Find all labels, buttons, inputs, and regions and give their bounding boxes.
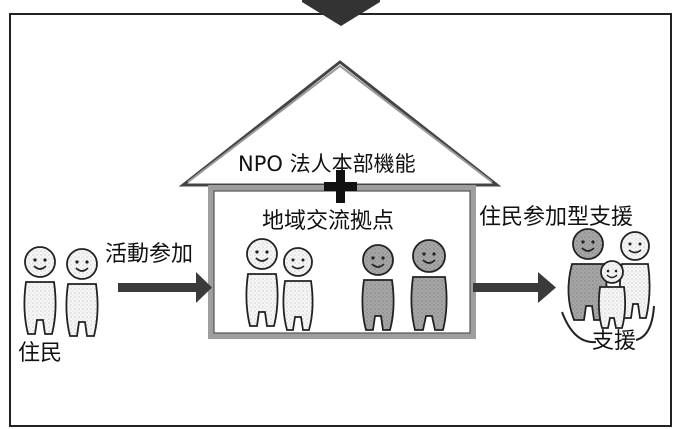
person-icon [65,248,99,337]
person-icon [282,247,314,331]
support-type-label: 住民参加型支援 [479,205,634,230]
person-icon [619,231,651,319]
support-label: 支援 [592,329,637,354]
activity-label: 活動参加 [105,242,194,267]
right-arrow-icon [118,272,212,303]
person-icon [597,260,627,329]
person-icon [23,246,57,335]
plus-icon [324,170,357,203]
roof-label: NPO 法人本部機能 [238,152,416,176]
hub-label: 地域交流拠点 [262,209,395,234]
residents-label: 住民 [18,341,63,366]
person-icon [361,244,395,331]
house-roof-inner [187,64,493,183]
right-arrow-icon [473,272,556,303]
support-curve [635,305,655,341]
support-curve [561,311,597,344]
top-arrow-icon [302,0,380,26]
person-icon [410,239,448,331]
person-icon [245,238,279,327]
